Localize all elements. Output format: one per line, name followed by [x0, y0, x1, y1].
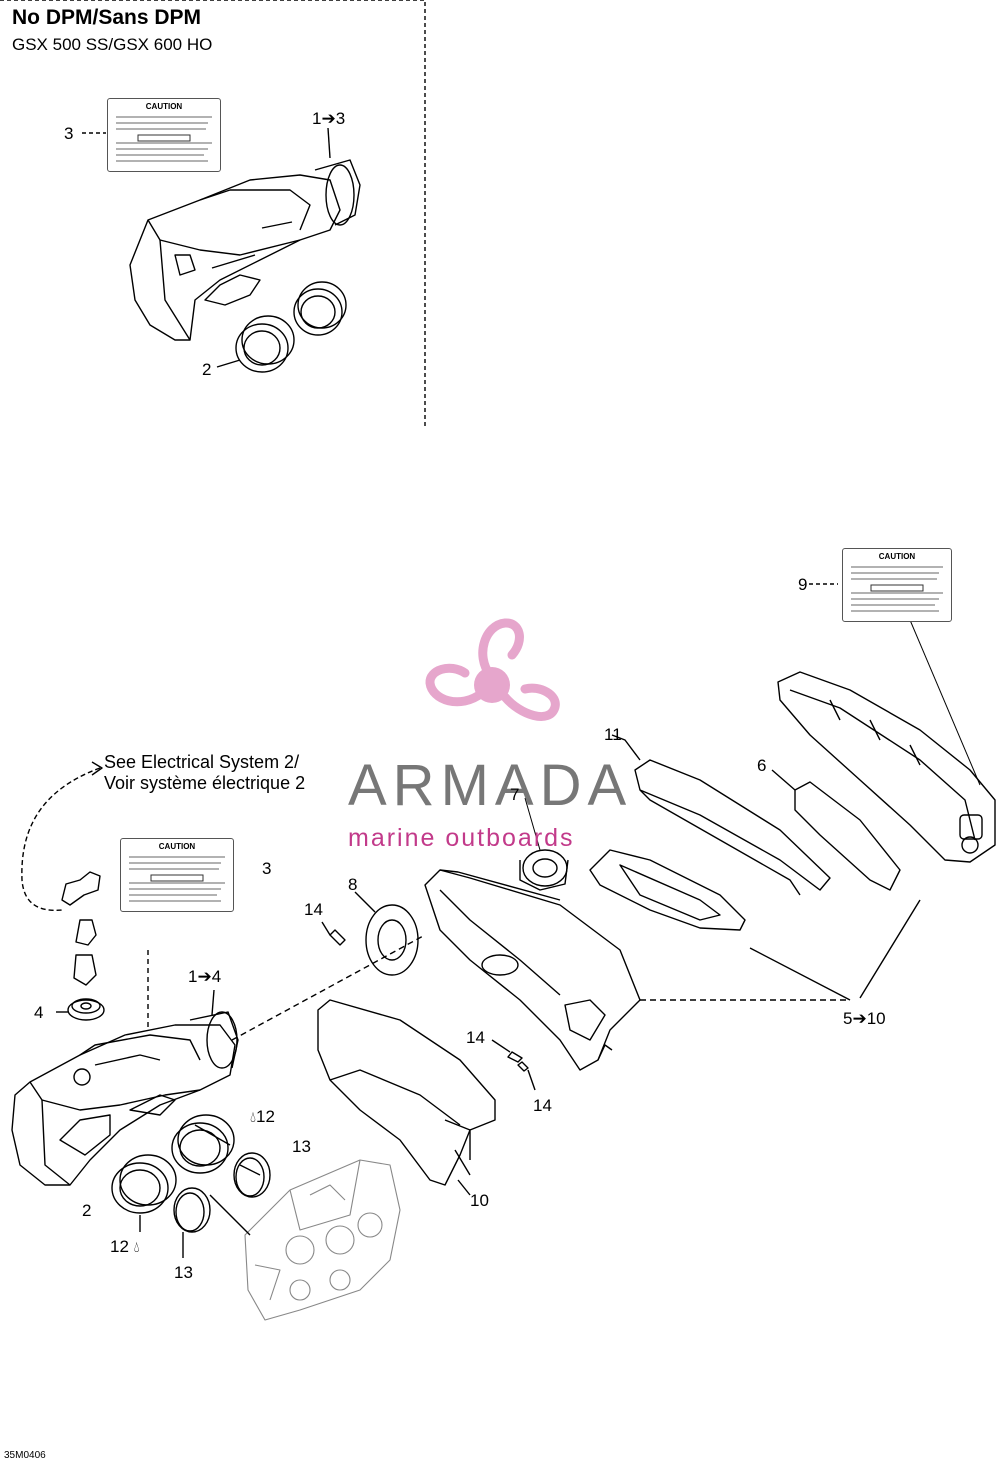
inset-silencer	[129, 159, 361, 341]
main-silencer	[11, 1011, 239, 1186]
callout-6: 6	[757, 756, 767, 775]
callout-11: 11	[604, 725, 622, 744]
callout-13-upper: 13	[292, 1137, 311, 1156]
callout-3: 3	[262, 859, 272, 878]
callout-10: 10	[470, 1191, 489, 1210]
callout-2: 2	[82, 1201, 92, 1220]
callout-12-lower: 12 💧︎	[110, 1238, 140, 1255]
callout-14-left: 14	[304, 900, 323, 919]
tray-11	[589, 734, 746, 931]
part-7	[519, 797, 569, 891]
inset-callout-3: 3	[64, 124, 74, 143]
label-text-lines	[116, 116, 212, 162]
inset-warning-label: CAUTION	[107, 98, 221, 172]
callout-9: 9	[798, 575, 808, 594]
reference-line-1: See Electrical System 2/	[104, 752, 300, 772]
ring-12-upper	[171, 1114, 235, 1174]
reference-arrow	[21, 767, 101, 912]
label-text-lines	[129, 856, 225, 902]
label-text-lines	[851, 566, 943, 612]
reference-line-2: Voir système électrique 2	[104, 773, 306, 793]
callout-5-10: 5➔10	[843, 1009, 886, 1028]
watermark-brand: ARMADA	[348, 753, 633, 818]
base-10	[317, 999, 496, 1186]
main-warning-label: CAUTION	[120, 838, 234, 912]
electrical-reference: See Electrical System 2/ Voir système él…	[104, 752, 305, 794]
oil-drop-icon: 💧︎	[133, 1239, 140, 1256]
filter-6	[771, 769, 901, 891]
inset-callout-2: 2	[202, 360, 212, 379]
oil-drop-icon: 💧︎	[250, 1109, 257, 1126]
armada-propeller-logo	[425, 618, 560, 721]
callout-8: 8	[348, 875, 358, 894]
gasket-8	[365, 904, 419, 976]
callout-7: 7	[510, 785, 520, 804]
inset-border	[0, 0, 426, 428]
callout-1-4: 1➔4	[188, 967, 222, 986]
rear-housing	[777, 619, 996, 863]
clamp-13-upper	[233, 1152, 271, 1198]
callout-12-upper: 💧︎12	[250, 1108, 275, 1125]
callout-12-upper-text: 12	[256, 1107, 275, 1126]
inset-title: No DPM/Sans DPM	[12, 6, 202, 29]
screw-14	[321, 921, 346, 946]
callout-12-lower-text: 12	[110, 1237, 129, 1256]
cover-11	[634, 759, 831, 896]
callout-14-center: 14	[466, 1028, 485, 1047]
watermark-tagline: marine outboards	[348, 824, 575, 852]
rear-warning-label: CAUTION	[842, 548, 952, 622]
drawing-code: 35M0406	[4, 1450, 46, 1461]
grommet-4	[67, 998, 105, 1021]
callout-13-lower: 13	[174, 1263, 193, 1282]
engine-outline	[244, 1159, 401, 1321]
inset-callout-1-3: 1➔3	[312, 109, 346, 128]
inset-rings	[235, 281, 347, 373]
clamp-13-lower	[173, 1187, 211, 1233]
screw-14-pair	[491, 1039, 536, 1091]
ring-2	[111, 1154, 177, 1214]
wire-connector	[61, 871, 101, 986]
inset-models: GSX 500 SS/GSX 600 HO	[12, 35, 213, 54]
callout-14-bottom: 14	[533, 1096, 552, 1115]
airbox-housing	[424, 869, 641, 1071]
callout-4: 4	[34, 1003, 44, 1022]
